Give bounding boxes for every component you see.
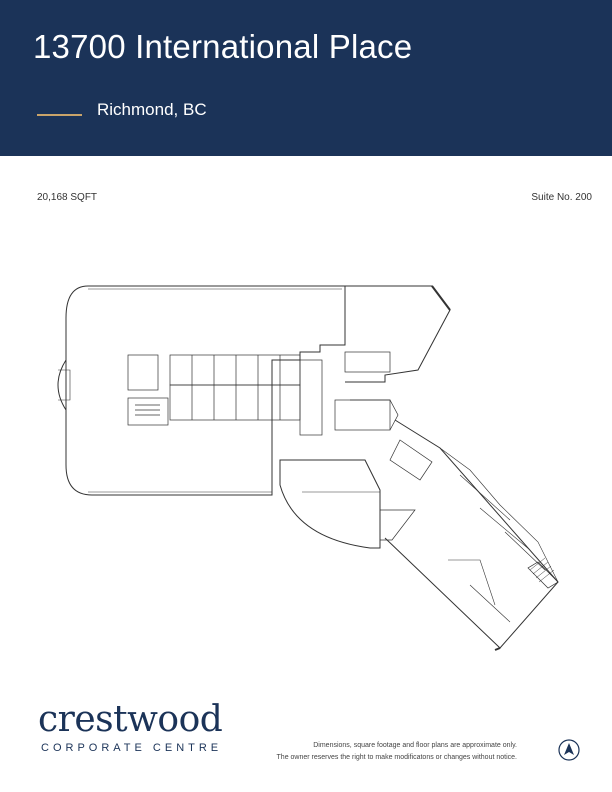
building-core: [299, 351, 399, 436]
floor-plan: [57, 285, 559, 651]
disclaimer-line-1: Dimensions, square footage and floor pla…: [313, 742, 517, 749]
location-subtitle: Richmond, BC: [97, 100, 207, 119]
header-banner: 13700 International Place Richmond, BC: [0, 0, 612, 156]
disclaimer: Dimensions, square footage and floor pla…: [277, 740, 517, 764]
north-wing-outline: [345, 285, 451, 383]
page-title: 13700 International Place: [33, 28, 413, 65]
brand-tagline: CORPORATE CENTRE: [41, 742, 223, 754]
southeast-wing-outline: [384, 419, 559, 649]
west-wing-outline: [65, 285, 346, 496]
office-rows: [127, 354, 301, 426]
area-label: 20,168 SQFT: [37, 192, 98, 203]
disclaimer-line-2: The owner reserves the right to make mod…: [276, 754, 517, 761]
suite-label: Suite No. 200: [531, 192, 592, 203]
brand-logo: crestwood CORPORATE CENTRE: [38, 699, 223, 755]
stair-east: [529, 557, 555, 583]
north-arrow-icon: [558, 739, 580, 761]
brand-wordmark: crestwood: [38, 699, 223, 740]
entrance-bay: [57, 359, 67, 411]
lobby-curve: [279, 459, 381, 549]
accent-rule: [37, 114, 82, 116]
